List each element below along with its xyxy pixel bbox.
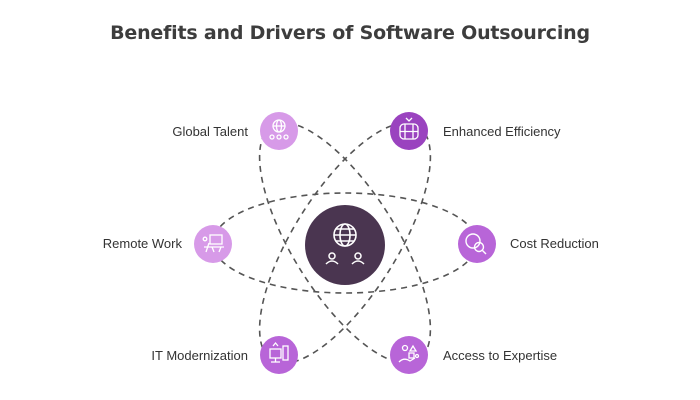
node-it-modernization[interactable] [260,336,298,374]
remote-desk-icon [202,234,224,253]
page-title: Benefits and Drivers of Software Outsour… [110,22,590,44]
node-access-to-expertise[interactable] [390,336,428,374]
node-remote-work[interactable] [194,225,232,263]
node-global-talent[interactable] [260,112,298,150]
label-cost-reduction: Cost Reduction [510,236,599,251]
label-enhanced-efficiency: Enhanced Efficiency [443,124,561,139]
computer-upgrade-icon [269,341,289,363]
label-it-modernization: IT Modernization [151,348,248,363]
label-access-to-expertise: Access to Expertise [443,348,558,363]
node-enhanced-efficiency[interactable] [390,112,428,150]
center-hub [305,205,385,285]
globe-icon [333,223,357,247]
label-remote-work: Remote Work [102,236,182,251]
two-people-icon [325,252,365,265]
coin-search-icon [465,233,487,255]
node-cost-reduction[interactable] [458,225,496,263]
globe-people-icon [269,119,289,140]
shapes-hand-icon [398,344,420,363]
server-stack-icon [399,117,419,140]
label-global-talent: Global Talent [172,124,248,139]
